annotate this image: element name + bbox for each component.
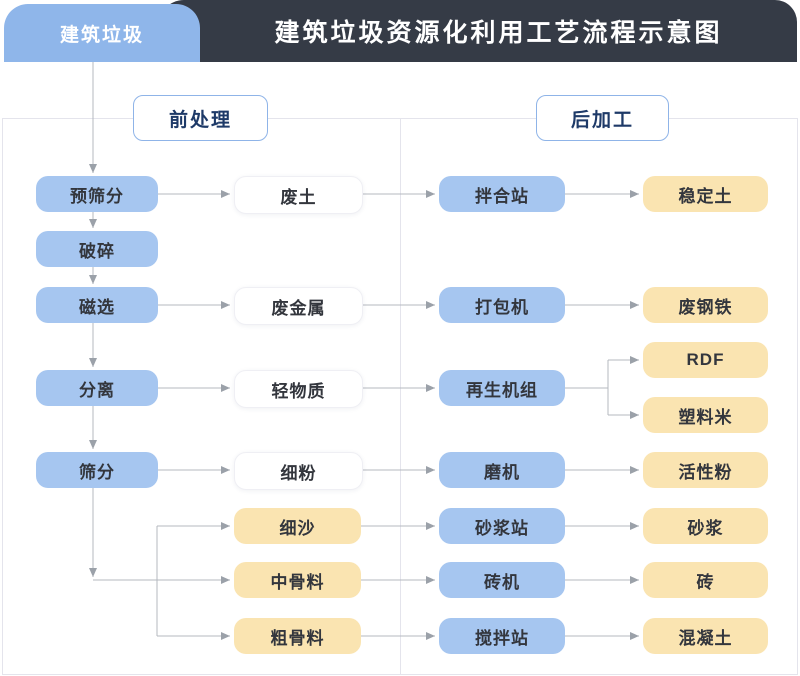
node-pre-screening: 预筛分	[36, 176, 158, 212]
header-bar: 建筑垃圾资源化利用工艺流程示意图	[158, 0, 797, 62]
node-mixing-plant: 拌合站	[439, 176, 565, 212]
stage-label-pretreatment: 前处理	[133, 95, 268, 141]
node-fine-sand: 细沙	[234, 508, 361, 544]
node-plastic-pellets: 塑料米	[643, 397, 768, 433]
node-rdf: RDF	[643, 342, 768, 378]
node-concrete: 混凝土	[643, 618, 768, 654]
node-agitation-plant: 搅拌站	[439, 618, 565, 654]
node-mortar: 砂浆	[643, 508, 768, 544]
node-brick: 砖	[643, 562, 768, 598]
source-tab-construction-waste: 建筑垃圾	[4, 4, 200, 62]
node-mill: 磨机	[439, 452, 565, 488]
node-active-powder: 活性粉	[643, 452, 768, 488]
node-crushing: 破碎	[36, 231, 158, 267]
node-baler: 打包机	[439, 287, 565, 323]
node-waste-soil: 废土	[234, 176, 363, 214]
node-brick-machine: 砖机	[439, 562, 565, 598]
node-magnetic-sorting: 磁选	[36, 287, 158, 323]
section-divider	[400, 118, 401, 674]
node-coarse-aggregate: 粗骨料	[234, 618, 361, 654]
node-mortar-plant: 砂浆站	[439, 508, 565, 544]
node-fine-powder: 细粉	[234, 452, 363, 490]
node-stabilized-soil: 稳定土	[643, 176, 768, 212]
node-waste-metal: 废金属	[234, 287, 363, 325]
node-separation: 分离	[36, 370, 158, 406]
stage-label-postprocessing: 后加工	[536, 95, 669, 141]
node-screening: 筛分	[36, 452, 158, 488]
node-light-material: 轻物质	[234, 370, 363, 408]
node-regeneration-unit: 再生机组	[439, 370, 565, 406]
page-title: 建筑垃圾资源化利用工艺流程示意图	[274, 19, 723, 47]
source-tab-label: 建筑垃圾	[59, 24, 144, 46]
node-medium-aggregate: 中骨料	[234, 562, 361, 598]
node-scrap-steel: 废钢铁	[643, 287, 768, 323]
